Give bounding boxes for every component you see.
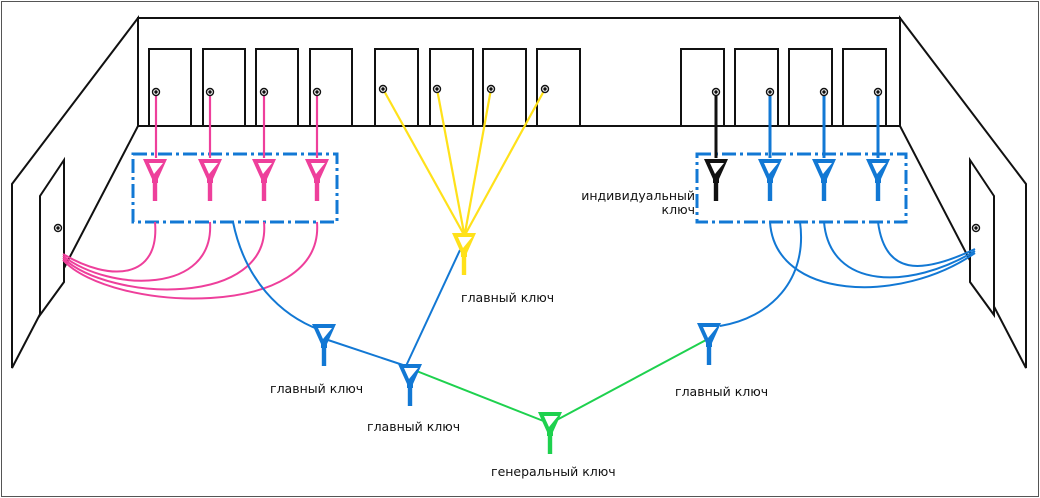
pink-key-icon [143,159,167,201]
center-master-key-label: главный ключ [367,419,461,434]
individual-key-label: индивидуальный ключ [560,189,695,217]
door-locks [53,84,981,233]
individual-black-key-icon [704,159,728,201]
lock-icon [486,84,496,94]
blue-keys [758,159,890,201]
lock-icon [312,87,322,97]
back-wall-doors [148,48,887,127]
yellow-wires [382,88,546,234]
lock-icon [432,84,442,94]
right-side-door [969,156,995,319]
blue-master-key-left-icon [312,324,336,366]
lock-icon [971,223,981,233]
yellow-master-key-label: главный ключ [461,290,555,305]
blue-key-icon [812,159,836,201]
yellow-master-key-icon [452,233,476,275]
left-master-key-label: главный ключ [270,381,364,396]
door-blue-1 [734,48,779,127]
door-blue-3 [842,48,887,127]
lock-icon [259,87,269,97]
pink-key-icon [198,159,222,201]
individual-key-label-line2: ключ [661,202,695,217]
door-blue-2 [788,48,833,127]
lock-icon [819,87,829,97]
right-wall [899,15,1027,369]
pink-key-icon [252,159,276,201]
lock-icon [205,87,215,97]
lock-icon [378,84,388,94]
lock-icon [53,223,63,233]
right-master-key-label: главный ключ [675,384,769,399]
door-black [680,48,725,127]
blue-key-group [695,152,908,224]
pink-key-group [131,152,339,224]
pink-keys [143,159,329,201]
blue-side-wires [769,221,976,289]
grand-master-key-label: генеральный ключ [491,464,616,479]
lock-icon [540,84,550,94]
blue-door-wires [768,94,880,158]
pink-door-wires [154,94,319,158]
left-wall [11,15,139,369]
door-pink-3 [255,48,299,127]
lock-icon [151,87,161,97]
hierarchy-blue-wires [232,221,803,367]
lock-icon [765,87,775,97]
lock-icon [711,87,721,97]
individual-key-label-line1: индивидуальный [581,188,695,203]
blue-key-icon [758,159,782,201]
left-side-door [39,156,65,319]
hierarchy-green-wires [413,339,707,423]
grand-master-key-icon [538,412,562,454]
pink-side-wires [62,221,319,300]
blue-key-icon [866,159,890,201]
door-pink-4 [309,48,353,127]
blue-master-key-center-icon [398,364,422,406]
lock-icon [873,87,883,97]
pink-key-icon [305,159,329,201]
